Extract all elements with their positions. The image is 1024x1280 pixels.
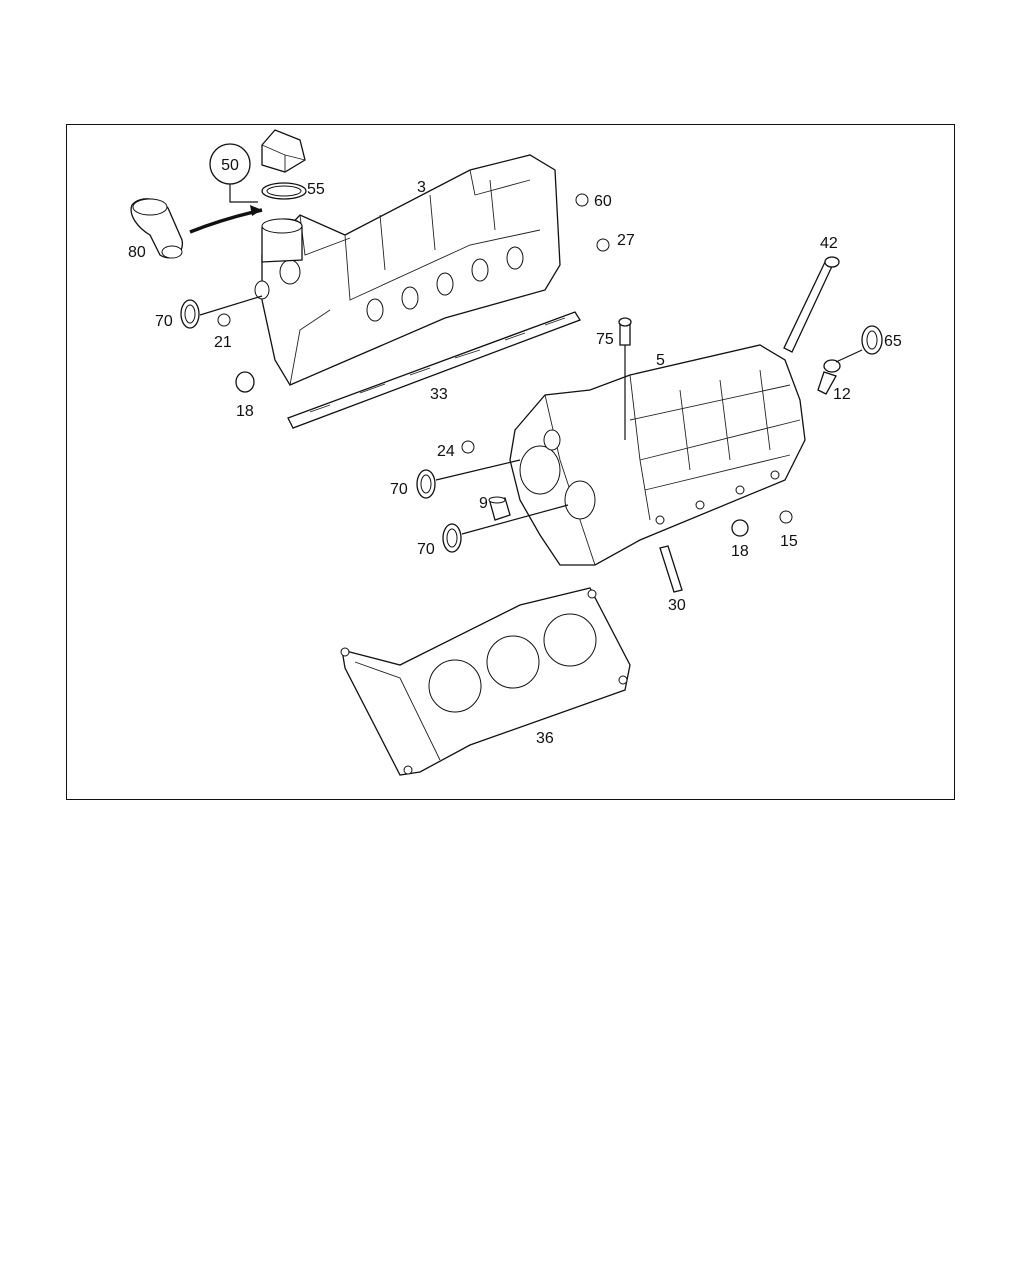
seal-70-a bbox=[180, 299, 200, 329]
callout-75: 75 bbox=[596, 331, 614, 348]
callout-50: 50 bbox=[221, 157, 239, 174]
bolt-12 bbox=[817, 359, 841, 395]
callout-24: 24 bbox=[437, 443, 455, 460]
arrow-head bbox=[250, 205, 262, 216]
callout-80: 80 bbox=[128, 244, 146, 261]
stud-30 bbox=[659, 545, 683, 593]
callout-60: 60 bbox=[594, 193, 612, 210]
cap-part-50 bbox=[261, 129, 306, 173]
callout-70-middle: 70 bbox=[390, 481, 408, 498]
callout-18-upper: 18 bbox=[236, 403, 254, 420]
callout-5: 5 bbox=[656, 352, 665, 369]
plug-60 bbox=[575, 193, 589, 207]
gasket-33 bbox=[287, 311, 581, 429]
cap-18-lower bbox=[731, 519, 749, 537]
callout-42: 42 bbox=[820, 235, 838, 252]
callout-21: 21 bbox=[214, 334, 232, 351]
sensor-75 bbox=[618, 317, 632, 440]
callout-15: 15 bbox=[780, 533, 798, 550]
seal-ring-55 bbox=[261, 182, 307, 200]
callout-3: 3 bbox=[417, 179, 426, 196]
callout-12: 12 bbox=[833, 386, 851, 403]
seal-70-b bbox=[416, 469, 436, 499]
callout-33: 33 bbox=[430, 386, 448, 403]
callout-55: 55 bbox=[307, 181, 325, 198]
callout-70-upper: 70 bbox=[155, 313, 173, 330]
head-gasket-36 bbox=[340, 587, 631, 776]
callout-27: 27 bbox=[617, 232, 635, 249]
leader-lines bbox=[199, 295, 863, 535]
callout-9: 9 bbox=[479, 495, 488, 512]
plug-24 bbox=[461, 440, 475, 454]
callout-70-lower: 70 bbox=[417, 541, 435, 558]
callout-18-lower: 18 bbox=[731, 543, 749, 560]
cylinder-head-lower bbox=[509, 344, 806, 566]
callout-36: 36 bbox=[536, 730, 554, 747]
cap-18-upper bbox=[235, 371, 255, 393]
callout-65: 65 bbox=[884, 333, 902, 350]
callout-30: 30 bbox=[668, 597, 686, 614]
leader-50 bbox=[229, 184, 258, 203]
plug-27 bbox=[596, 238, 610, 252]
plug-21 bbox=[217, 313, 231, 327]
diagram-frame bbox=[66, 124, 955, 800]
seal-65 bbox=[861, 325, 883, 355]
sleeve-9 bbox=[488, 496, 511, 521]
plug-15 bbox=[779, 510, 793, 524]
housing-part-80 bbox=[130, 198, 183, 259]
cylinder-head-upper bbox=[254, 154, 561, 386]
install-arrow bbox=[189, 208, 263, 234]
seal-70-c bbox=[442, 523, 462, 553]
bolt-42 bbox=[783, 256, 840, 353]
